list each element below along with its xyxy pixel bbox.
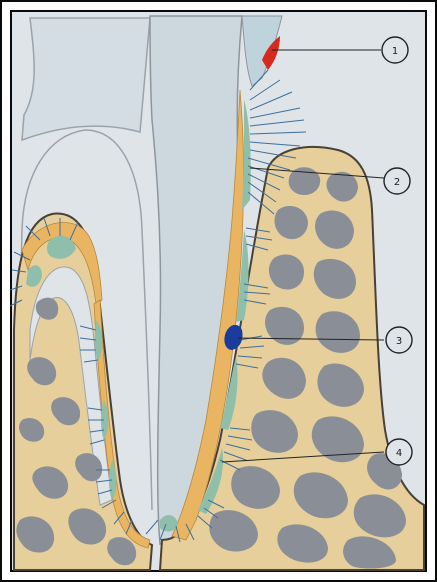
- callout-label-1: 1: [392, 46, 398, 57]
- callout-label-4: 4: [396, 448, 402, 459]
- left-tooth-crown: [22, 18, 150, 140]
- callout-3: 3: [386, 327, 412, 353]
- callout-4: 4: [386, 439, 412, 465]
- callout-label-3: 3: [396, 336, 402, 347]
- callout-1: 1: [382, 37, 408, 63]
- callout-label-2: 2: [394, 177, 400, 188]
- callout-2: 2: [384, 168, 410, 194]
